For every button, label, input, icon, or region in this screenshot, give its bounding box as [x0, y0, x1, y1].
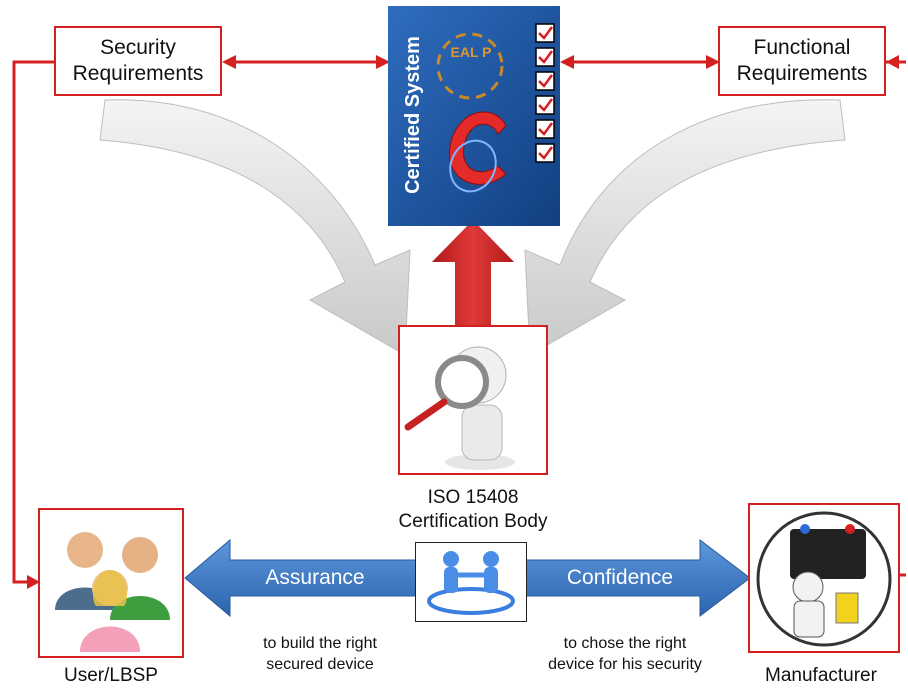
manufacturer-label: Manufacturer	[765, 665, 877, 686]
magnifier-icon	[435, 355, 489, 409]
left-elbow-connector	[12, 60, 54, 589]
security-requirements-box: Security Requirements	[54, 26, 222, 96]
security-line1: Security	[100, 36, 176, 59]
assurance-label: Assurance	[265, 566, 365, 589]
confidence-caption: to chose the right device for his securi…	[530, 633, 720, 675]
handshake-picture	[415, 542, 527, 622]
eal-seal-text: EAL P	[450, 44, 492, 60]
left-curved-arrow	[99, 99, 411, 356]
assurance-caption-line1: to build the right	[263, 635, 377, 652]
certificate-graphic	[388, 6, 560, 226]
manufacturer-icon	[756, 511, 892, 647]
iso-line2: Certification Body	[398, 511, 548, 532]
checklist-icon	[535, 23, 555, 163]
users-group-icon	[55, 532, 170, 652]
assurance-caption: to build the right secured device	[235, 633, 405, 675]
manufacturer-picture	[748, 503, 900, 653]
certification-body-picture	[398, 325, 548, 475]
c-logo-icon	[448, 111, 507, 185]
user-lbsp-label: User/LBSP	[64, 665, 158, 686]
right-curved-arrow	[524, 99, 846, 356]
security-cert-connector	[222, 55, 390, 69]
functional-requirements-box: Functional Requirements	[718, 26, 886, 96]
eal-seal-icon	[436, 32, 504, 100]
assurance-caption-line2: secured device	[266, 656, 374, 673]
red-up-arrow	[432, 220, 514, 325]
confidence-label: Confidence	[566, 566, 674, 589]
user-lbsp-picture	[38, 508, 184, 658]
certified-system-title: Certified System	[402, 36, 424, 194]
handshake-icon	[427, 551, 515, 615]
iso-line1: ISO 15408	[427, 487, 519, 508]
certification-body-label: ISO 15408 Certification Body	[368, 486, 578, 534]
inspector-figure-icon	[404, 346, 515, 470]
confidence-caption-line1: to chose the right	[563, 635, 687, 652]
functional-line2: Requirements	[736, 62, 868, 85]
cert-functional-connector	[560, 55, 720, 69]
functional-line1: Functional	[753, 36, 851, 59]
confidence-caption-line2: device for his security	[548, 656, 702, 673]
certified-system-badge: Certified System EAL P	[388, 6, 560, 226]
security-line2: Requirements	[72, 62, 204, 85]
